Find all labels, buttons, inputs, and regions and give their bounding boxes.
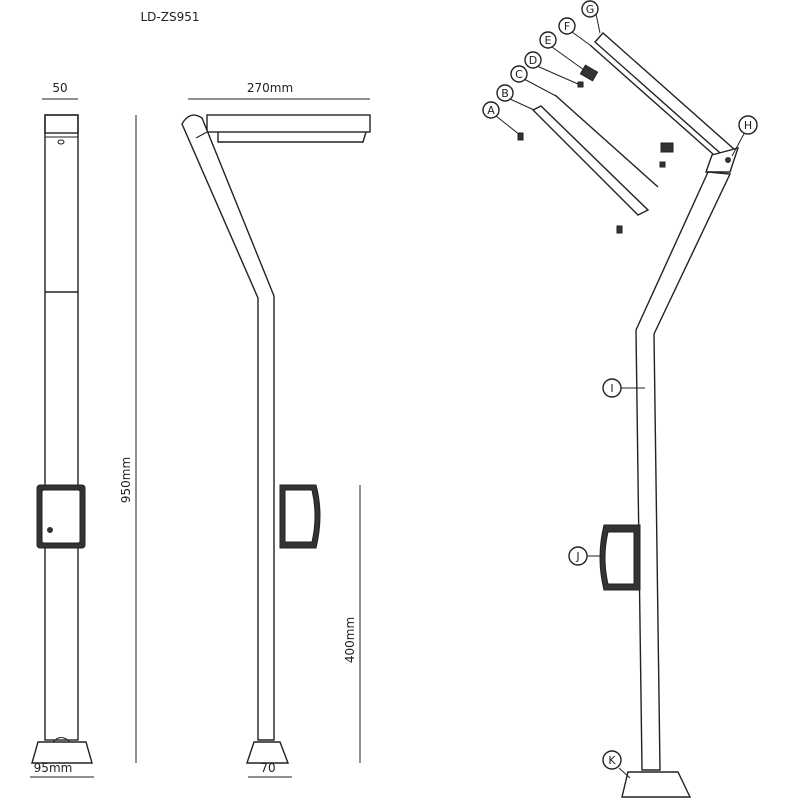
part-labels: G F E D C B A H I J K — [482, 0, 758, 770]
front-base — [31, 741, 93, 764]
label-h: H — [738, 115, 758, 135]
svg-text:F: F — [564, 20, 570, 33]
part-h-hinge — [705, 146, 740, 173]
base-width-label: 95mm — [34, 761, 73, 775]
label-g: G — [581, 0, 599, 18]
svg-text:K: K — [608, 754, 616, 767]
svg-text:H: H — [744, 119, 752, 132]
svg-text:G: G — [586, 3, 595, 16]
socket-height-label: 400mm — [343, 617, 357, 663]
label-i: I — [602, 378, 622, 398]
side-view: 270mm 70 400mm — [181, 81, 371, 778]
side-lamp-head — [206, 114, 371, 133]
head-length-label: 270mm — [247, 81, 293, 95]
front-view: 50 95mm 950mm — [30, 81, 137, 778]
label-c: C — [510, 65, 528, 83]
part-k-base — [621, 771, 692, 798]
label-a: A — [482, 101, 500, 119]
svg-text:B: B — [501, 87, 509, 100]
part-e-clip — [579, 64, 599, 82]
sensor-icon — [57, 139, 65, 145]
svg-text:C: C — [515, 68, 523, 81]
label-f: F — [558, 17, 576, 35]
part-d-screw — [577, 81, 584, 88]
svg-text:D: D — [529, 54, 537, 67]
label-b: B — [496, 84, 514, 102]
label-k: K — [602, 750, 622, 770]
label-d: D — [524, 51, 542, 69]
front-pole — [44, 114, 79, 741]
side-base — [246, 741, 290, 764]
part-i-pole — [635, 171, 732, 771]
part-c-led-strip — [554, 94, 659, 188]
svg-text:A: A — [487, 104, 495, 117]
part-a-screw — [517, 132, 524, 141]
label-j: J — [568, 546, 588, 566]
top-width-label: 50 — [52, 81, 67, 95]
label-e: E — [539, 31, 557, 49]
exploded-view: G F E D C B A H I J K — [482, 0, 758, 798]
svg-text:I: I — [610, 382, 613, 395]
side-base-width-label: 70 — [260, 761, 275, 775]
front-lamp-head — [44, 114, 79, 134]
part-b-diffuser — [531, 105, 650, 216]
svg-text:J: J — [575, 550, 579, 563]
part-g-housing — [594, 32, 736, 162]
height-label: 950mm — [119, 457, 133, 503]
svg-text:E: E — [545, 34, 552, 47]
model-title: LD-ZS951 — [141, 10, 200, 24]
side-pole-arm — [181, 114, 275, 741]
